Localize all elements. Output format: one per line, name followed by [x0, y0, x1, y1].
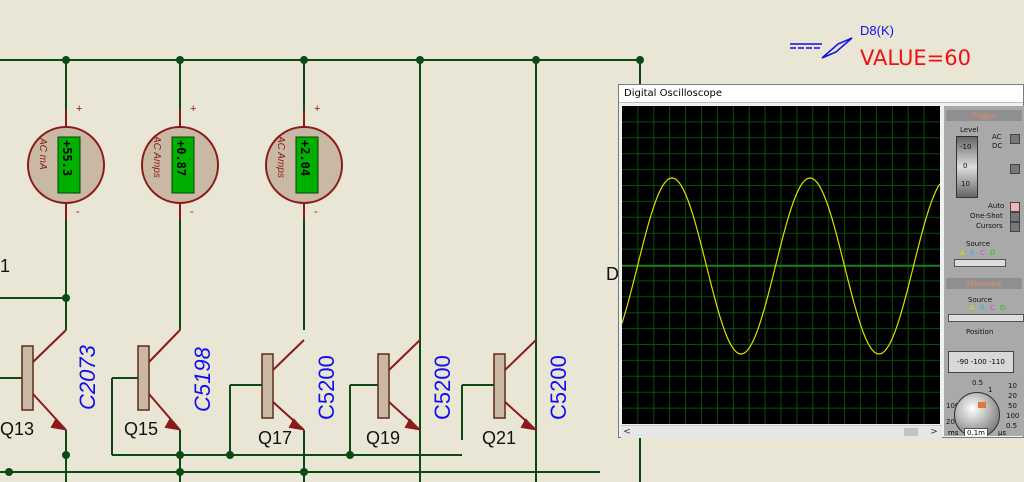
h-source-channel-d[interactable]: D	[1000, 304, 1006, 312]
timebase-dial-label: 200	[946, 418, 960, 426]
horizontal-scrollbar[interactable]: < >	[621, 425, 942, 438]
h-source-channel-b[interactable]: B	[980, 304, 985, 312]
source-channel-b[interactable]: B	[970, 249, 975, 257]
right-scale-label: 20	[1008, 392, 1017, 400]
mode-auto[interactable]: Auto	[988, 202, 1005, 210]
cursors-button[interactable]	[1010, 222, 1020, 232]
voltage-probe[interactable]	[790, 37, 853, 59]
auto-button[interactable]	[1010, 202, 1020, 212]
source-channel-a[interactable]: A	[960, 249, 965, 257]
transistor-part: C2073	[75, 344, 100, 410]
level-tick: -10	[960, 143, 972, 151]
level-label: Level	[960, 126, 979, 134]
scroll-thumb[interactable]	[904, 428, 918, 436]
source-channel-d[interactable]: D	[990, 249, 996, 257]
meter-reading: +55.3	[60, 140, 74, 176]
mode-one-shot[interactable]: One-Shot	[970, 212, 1003, 220]
right-scale-label: 10	[1008, 382, 1017, 390]
scroll-right-button[interactable]: >	[930, 427, 938, 437]
net-label: 1	[0, 256, 10, 276]
scope-screen[interactable]	[622, 106, 940, 424]
one-shot-button[interactable]	[1010, 212, 1020, 222]
channel-marker: D	[606, 264, 619, 284]
right-scale-label: 0.5	[1006, 422, 1018, 430]
level-tick: 0	[963, 162, 968, 170]
ac-ammeter-3[interactable]: + - AC Amps +2.04	[265, 103, 343, 220]
meter-unit: AC mA	[37, 137, 48, 170]
source-channel-c[interactable]: C	[980, 249, 985, 257]
transistor-part: C5200	[430, 355, 455, 420]
unit-us: µs	[998, 429, 1007, 436]
position-label: Position	[966, 328, 994, 336]
trigger-section-title: Trigger	[946, 110, 1022, 121]
transistor-part: C5200	[546, 355, 571, 420]
meter-reading: +2.04	[298, 140, 312, 176]
horizontal-section-title: Horizontal	[946, 278, 1022, 289]
meter-reading: +0.87	[174, 140, 188, 176]
ac-ammeter-2[interactable]: + - AC Amps +0.87	[141, 103, 219, 220]
meter-minus: -	[76, 206, 80, 218]
position-tick: -100	[970, 358, 987, 366]
trigger-level-dial[interactable]	[956, 136, 978, 198]
edge-switch[interactable]	[1010, 164, 1020, 174]
meter-minus: -	[190, 206, 194, 218]
position-tick: -110	[988, 358, 1005, 366]
transistor-ref: Q15	[124, 419, 158, 439]
transistor-q17[interactable]	[261, 339, 305, 431]
transistor-q19[interactable]	[377, 339, 421, 431]
oscilloscope-window[interactable]: Digital Oscilloscope < > Trigger Level -…	[618, 84, 1024, 438]
transistor-ref: Q13	[0, 419, 34, 439]
h-source-channel-a[interactable]: A	[970, 304, 975, 312]
horizontal-source-label: Source	[968, 296, 993, 304]
scroll-left-button[interactable]: <	[623, 427, 631, 437]
coupling-switch[interactable]	[1010, 134, 1020, 144]
transistor-part: C5200	[314, 355, 339, 420]
waveform-trace	[622, 177, 940, 355]
timebase-value[interactable]: 0.1m	[964, 428, 988, 436]
coupling-ac[interactable]: AC	[992, 133, 1002, 141]
timebase-dial-label: 1	[988, 386, 993, 394]
meter-unit: AC Amps	[151, 135, 162, 178]
right-scale-label: 100	[1006, 412, 1020, 420]
probe-value: VALUE=60	[860, 46, 971, 70]
timebase-dial-label: 0.5	[972, 379, 984, 387]
level-tick: 10	[961, 180, 970, 188]
meter-unit: AC Amps	[275, 135, 286, 178]
meter-plus: +	[76, 103, 82, 115]
ac-ammeter-1[interactable]: + - AC mA +55.3	[27, 103, 105, 220]
transistor-ref: Q17	[258, 428, 292, 448]
probe-name: D8(K)	[860, 23, 894, 38]
trigger-source-slider[interactable]	[954, 259, 1006, 267]
transistor-part: C5198	[190, 346, 215, 412]
coupling-dc[interactable]: DC	[992, 142, 1003, 150]
mode-cursors[interactable]: Cursors	[976, 222, 1003, 230]
trigger-source-label: Source	[966, 240, 991, 248]
horizontal-source-slider[interactable]	[948, 314, 1024, 322]
h-source-channel-c[interactable]: C	[990, 304, 995, 312]
transistor-ref: Q21	[482, 428, 516, 448]
right-scale-label: 50	[1008, 402, 1017, 410]
meter-plus: +	[314, 103, 320, 115]
unit-ms: ms	[948, 429, 959, 436]
meter-plus: +	[190, 103, 196, 115]
timebase-knob-pointer	[978, 402, 986, 408]
transistor-q21[interactable]	[493, 339, 537, 431]
window-title: Digital Oscilloscope	[619, 85, 1023, 103]
transistor-ref: Q19	[366, 428, 400, 448]
transistor-q13[interactable]	[21, 329, 67, 431]
meter-minus: -	[314, 206, 318, 218]
timebase-dial-label: 100	[946, 402, 960, 410]
transistor-q15[interactable]	[137, 329, 181, 431]
position-readout[interactable]: -90 -100 -110	[948, 351, 1014, 373]
position-tick: -90	[957, 358, 969, 366]
control-panel: Trigger Level -10 0 10 AC DC Auto One-Sh…	[944, 106, 1024, 436]
